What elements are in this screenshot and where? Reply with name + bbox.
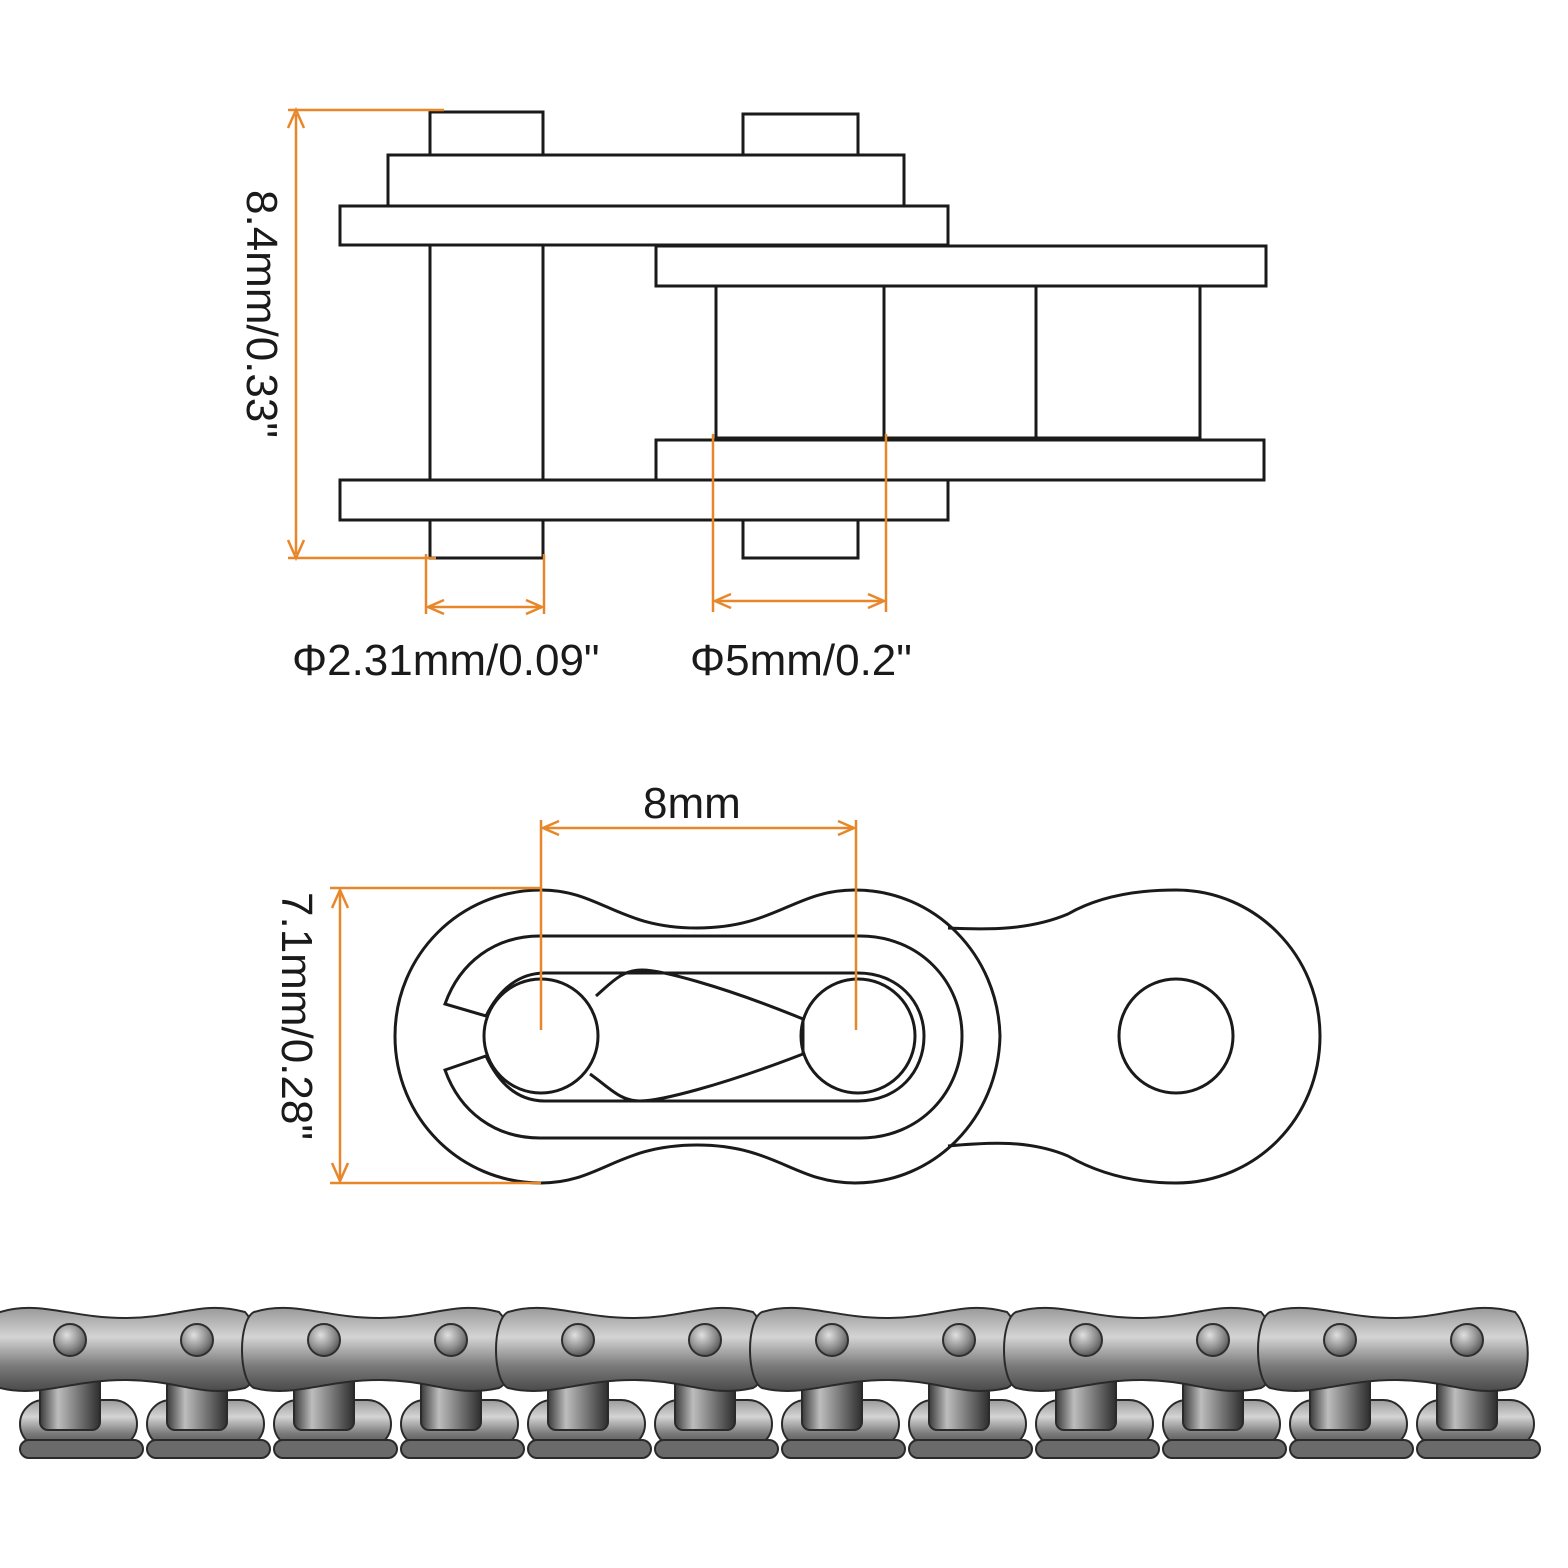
pin-middle <box>799 977 917 1095</box>
width-dimension-label: 7.1mm/0.28" <box>272 892 321 1140</box>
pin-right <box>1117 977 1235 1095</box>
inner-plate-bottom <box>654 438 1266 482</box>
bottom-plate-edge <box>908 1439 1033 1459</box>
pin-diameter-label: Φ2.31mm/0.09" <box>292 636 600 685</box>
bottom-plate-edge <box>1162 1439 1287 1459</box>
chain-pin-head <box>561 1323 595 1357</box>
top-link-plate <box>241 1306 513 1392</box>
bottom-plate-edge <box>1035 1439 1160 1459</box>
top-link-plate <box>1257 1306 1529 1392</box>
outer-plate-top <box>338 204 950 247</box>
top-view-dimensions: 8mm 7.1mm/0.28" <box>272 779 858 1185</box>
clip-tongue <box>589 968 805 1103</box>
chain-pin-head <box>1450 1323 1484 1357</box>
chain-pin-head <box>688 1323 722 1357</box>
chain-pin-head <box>53 1323 87 1357</box>
bottom-plate-edge <box>527 1439 652 1459</box>
chain-pin-head <box>1323 1323 1357 1357</box>
outer-plate-bottom <box>338 478 950 522</box>
top-link-plate <box>495 1306 767 1392</box>
inner-plate-top <box>654 244 1268 288</box>
height-dimension-label: 8.4mm/0.33" <box>237 190 286 438</box>
pin-body-left <box>428 242 545 482</box>
top-link-plate <box>1003 1306 1275 1392</box>
chain-pin-head <box>180 1323 214 1357</box>
chain-photo <box>0 1306 1541 1459</box>
outer-plate-top-narrow <box>386 153 906 209</box>
spring-clip <box>443 934 964 1140</box>
chain-pin-head <box>307 1323 341 1357</box>
inner-plate-contour <box>947 888 1322 1185</box>
side-view-dimensions: 8.4mm/0.33" Φ2.31mm/0.09" Φ5mm/0.2" <box>237 106 912 685</box>
bottom-plate-edge <box>146 1439 271 1459</box>
roller-diameter-label: Φ5mm/0.2" <box>690 636 912 685</box>
bottom-plate-edge <box>654 1439 779 1459</box>
top-view-drawing <box>393 888 1322 1185</box>
chain-pin-head <box>434 1323 468 1357</box>
bottom-plate-edge <box>400 1439 525 1459</box>
chain-pin-head <box>1196 1323 1230 1357</box>
bottom-plate-edge <box>781 1439 906 1459</box>
bottom-plate-edge <box>273 1439 398 1459</box>
pitch-dimension-label: 8mm <box>643 779 741 828</box>
bottom-plate-edge <box>19 1439 144 1459</box>
pin-cap-bottom-right <box>741 516 860 560</box>
chain-pin-head <box>942 1323 976 1357</box>
top-link-plate <box>749 1306 1021 1392</box>
pin-cap-bottom-left <box>428 516 545 560</box>
pin-cap-top-right <box>741 112 860 158</box>
chain-pin-head <box>815 1323 849 1357</box>
chain-pin-head <box>1069 1323 1103 1357</box>
outer-plate-contour <box>393 888 1002 1185</box>
bottom-plate-edge <box>1416 1439 1541 1459</box>
roller-body <box>714 284 1202 440</box>
side-view-drawing <box>338 110 1268 560</box>
pin-cap-top-left <box>428 110 545 158</box>
bottom-plate-edge <box>1289 1439 1414 1459</box>
top-link-plate <box>0 1306 259 1392</box>
